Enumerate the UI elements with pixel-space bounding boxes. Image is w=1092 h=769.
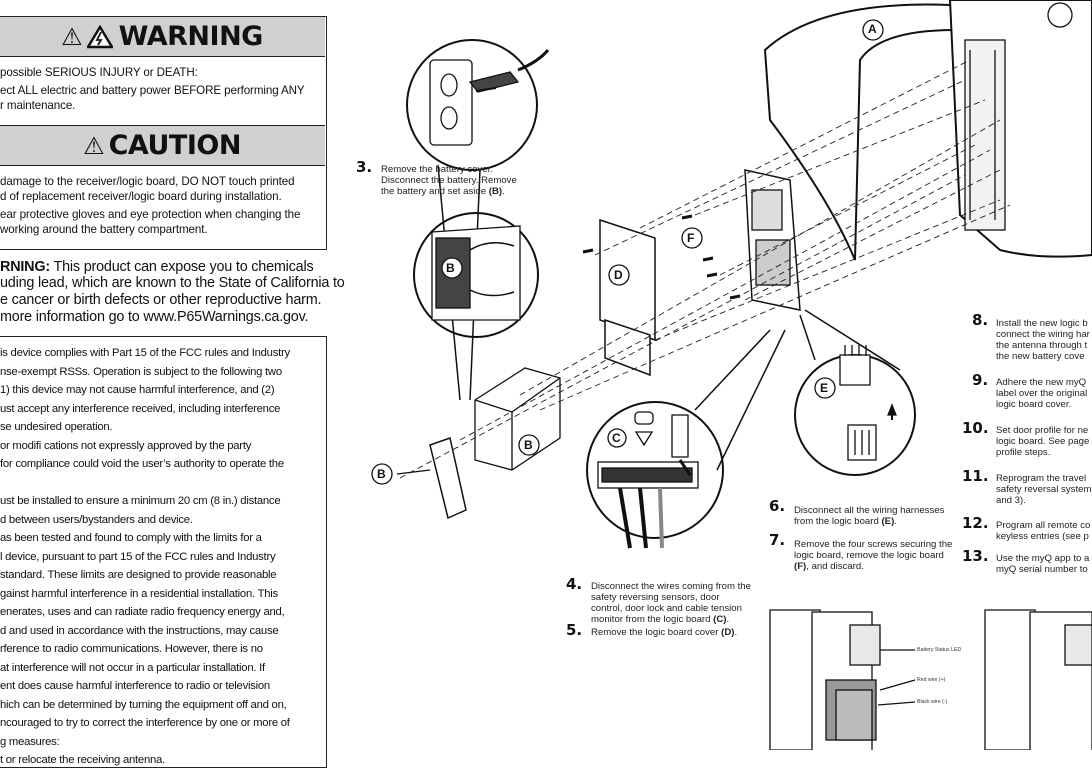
step-7-number: 7.	[769, 531, 786, 549]
callout-b-label: B	[446, 261, 455, 275]
fcc-line: g measures:	[0, 735, 60, 748]
fcc-line: enerates, uses and can radiate radio fre…	[0, 606, 285, 618]
installation-illustration	[371, 0, 1092, 750]
warning-line-1: possible SERIOUS INJURY or DEATH:	[0, 66, 198, 79]
fcc-line: ent does cause harmful interference to r…	[0, 680, 270, 692]
warning-banner: ⚠ WARNING	[0, 17, 325, 56]
warning-line-2: ect ALL electric and battery power BEFOR…	[0, 84, 305, 97]
fcc-line: rference to radio communications. Howeve…	[0, 643, 263, 655]
caution-line-1: damage to the receiver/logic board, DO N…	[0, 175, 295, 188]
step-5-text: Remove the logic board cover (D).	[591, 627, 738, 638]
caution-line-3: ear protective gloves and eye protection…	[0, 208, 301, 221]
warning-line-3: r maintenance.	[0, 99, 76, 112]
caution-line-4: working around the battery compartment.	[0, 223, 208, 236]
caution-divider-top	[0, 125, 325, 127]
callout-b-cover-label: B	[377, 467, 386, 481]
step-5-number: 5.	[566, 621, 583, 639]
fcc-line: ust be installed to ensure a minimum 20 …	[0, 495, 281, 507]
callout-c-label: C	[612, 431, 621, 445]
callout-d-label: D	[614, 268, 623, 282]
step-6-number: 6.	[769, 497, 786, 515]
caution-line-2: d of replacement receiver/logic board du…	[0, 190, 282, 203]
warning-divider	[0, 56, 325, 57]
p65-line-2: uding lead, which are known to the State…	[0, 275, 345, 291]
p65-label: RNING:	[0, 259, 50, 275]
step-3-number: 3.	[356, 158, 373, 176]
red-wire-label: Red wire (+)	[917, 677, 946, 683]
fcc-line: or modifi cations not expressly approved…	[0, 439, 252, 452]
caution-title: CAUTION	[108, 130, 242, 161]
fcc-line: gainst harmful interference in a residen…	[0, 587, 278, 600]
electric-hazard-icon	[85, 24, 114, 49]
fcc-line: se undesired operation.	[0, 421, 113, 433]
step-10-number: 10.	[962, 419, 989, 437]
fcc-line: as been tested and found to comply with …	[0, 532, 262, 544]
battery-led-label: Battery Status LED	[917, 647, 962, 653]
fcc-line: hich can be determined by turning the eq…	[0, 698, 287, 711]
caution-icon: ⚠	[83, 131, 105, 160]
step-6-text: Disconnect all the wiring harnesses from…	[794, 505, 945, 527]
step-9-number: 9.	[972, 371, 989, 389]
warning-title: WARNING	[118, 21, 264, 52]
fcc-line: standard. These limits are designed to p…	[0, 569, 277, 581]
fcc-line: t or relocate the receiving antenna.	[0, 754, 165, 766]
black-wire-label: Black wire (-)	[917, 699, 948, 705]
p65-line-3: e cancer or birth defects or other repro…	[0, 292, 322, 308]
step-4-number: 4.	[566, 575, 583, 593]
warning-panel	[0, 16, 327, 250]
callout-b-battery-label: B	[524, 438, 533, 452]
fcc-line: l device, pursuant to part 15 of the FCC…	[0, 550, 276, 563]
fcc-line: d and used in accordance with the instru…	[0, 624, 279, 637]
fcc-line: ncouraged to try to correct the interfer…	[0, 717, 290, 729]
step-3-text: Remove the battery cover. Disconnect the…	[381, 164, 517, 197]
callout-e-label: E	[820, 381, 829, 395]
fcc-line: nse-exempt RSSs. Operation is subject to…	[0, 365, 282, 378]
p65-line-4: more information go to www.P65Warnings.c…	[0, 309, 309, 325]
step-11-number: 11.	[962, 467, 989, 485]
step-12-number: 12.	[962, 514, 989, 532]
fcc-line: ust accept any interference received, in…	[0, 402, 281, 415]
callout-a-label: A	[868, 22, 877, 36]
fcc-line: is device complies with Part 15 of the F…	[0, 347, 290, 359]
fcc-line: d between users/bystanders and device.	[0, 513, 193, 526]
warning-icon: ⚠	[61, 22, 83, 51]
caution-divider-bottom	[0, 165, 325, 166]
fcc-line: at interference will not occur in a part…	[0, 661, 265, 674]
step-8-number: 8.	[972, 311, 989, 329]
step-4-text: Disconnect the wires coming from the saf…	[591, 581, 751, 625]
fcc-line: 1) this device may not cause harmful int…	[0, 384, 275, 396]
fcc-line: for compliance could void the user’s aut…	[0, 458, 284, 470]
p65-line-1: RNING: This product can expose you to ch…	[0, 259, 314, 275]
caution-banner: ⚠ CAUTION	[0, 126, 325, 165]
step-13-number: 13.	[962, 547, 989, 565]
callout-f-label: F	[687, 231, 695, 245]
step-7-text: Remove the four screws securing the logi…	[794, 539, 953, 572]
